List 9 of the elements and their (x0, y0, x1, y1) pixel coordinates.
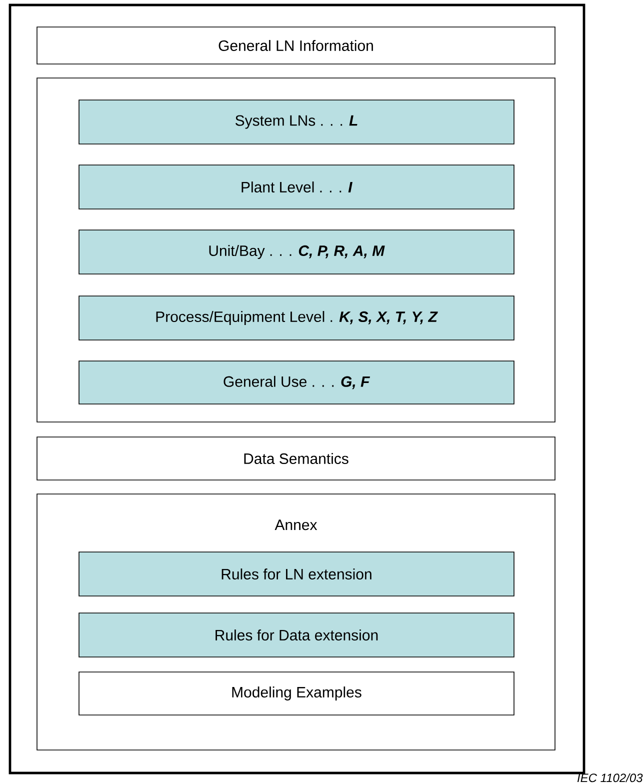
category-box: Plant Level . . . I (78, 164, 514, 210)
category-box: Unit/Bay . . . C, P, R, A, M (78, 230, 514, 274)
category-box: Process/Equipment Level . K, S, X, T, Y, Z (78, 296, 514, 340)
figure-number: IEC 1102/03 (577, 773, 643, 782)
section-box: Data Semantics (36, 436, 556, 480)
section-box: General LN Information (36, 26, 556, 64)
category-box: General Use . . . G, F (78, 360, 514, 404)
section-box: Modeling Examples (78, 672, 514, 716)
category-box: System LNs . . . L (78, 100, 514, 144)
